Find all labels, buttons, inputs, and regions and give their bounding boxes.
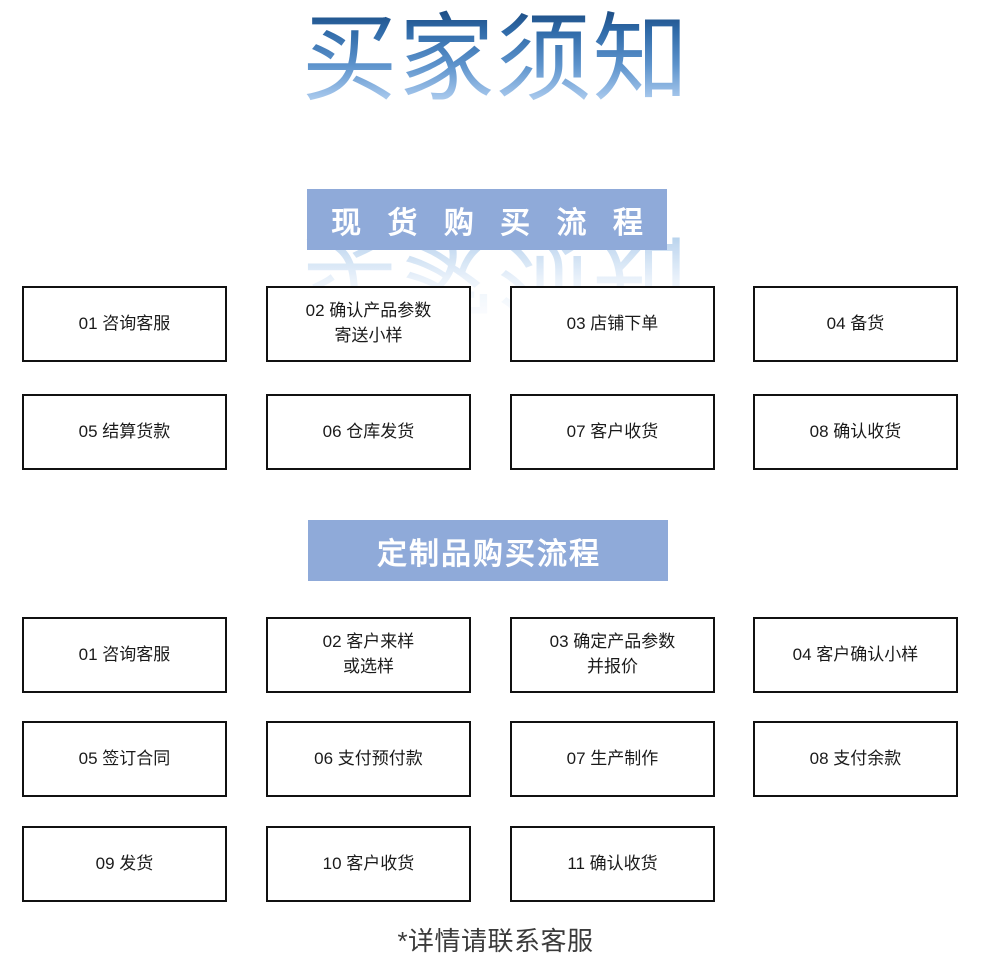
step-box-line1: 10 客户收货 [322, 853, 415, 873]
step-box[interactable]: 08 支付余款 [753, 721, 958, 797]
step-box[interactable]: 02 客户来样 或选样 [266, 617, 471, 693]
step-box-line1: 05 签订合同 [78, 748, 171, 768]
step-box[interactable]: 05 签订合同 [22, 721, 227, 797]
step-box-line1: 07 客户收货 [566, 421, 659, 441]
step-box-line1: 02 确认产品参数 [305, 301, 432, 321]
step-box-line1: 02 客户来样 [322, 632, 415, 652]
step-box[interactable]: 09 发货 [22, 826, 227, 902]
step-box[interactable]: 01 咨询客服 [22, 617, 227, 693]
step-box-line1: 01 咨询客服 [78, 313, 171, 333]
step-box-line1: 11 确认收货 [567, 853, 658, 873]
section-header-custom-purchase: 定制品购买流程 [308, 520, 668, 581]
page-title: 买家须知 [0, 8, 991, 112]
step-box[interactable]: 01 咨询客服 [22, 286, 227, 362]
step-box-line1: 04 客户确认小样 [792, 644, 919, 664]
step-box[interactable]: 11 确认收货 [510, 826, 715, 902]
step-box[interactable]: 06 仓库发货 [266, 394, 471, 470]
step-box-line1: 08 确认收货 [809, 421, 902, 441]
step-row: 05 结算货款 06 仓库发货 07 客户收货 08 确认收货 [0, 394, 991, 470]
step-box[interactable]: 07 生产制作 [510, 721, 715, 797]
step-box[interactable]: 03 店铺下单 [510, 286, 715, 362]
title-reflection-fade [0, 112, 991, 172]
step-box[interactable]: 05 结算货款 [22, 394, 227, 470]
step-row: 01 咨询客服 02 确认产品参数 寄送小样 03 店铺下单 04 备货 [0, 286, 991, 362]
step-box-line1: 03 店铺下单 [566, 313, 659, 333]
step-box[interactable]: 04 客户确认小样 [753, 617, 958, 693]
step-row: 01 咨询客服 02 客户来样 或选样 03 确定产品参数 并报价 04 客户确… [0, 617, 991, 693]
step-box[interactable]: 04 备货 [753, 286, 958, 362]
step-box-line1: 08 支付余款 [809, 748, 902, 768]
step-row: 05 签订合同 06 支付预付款 07 生产制作 08 支付余款 [0, 721, 991, 797]
step-box-line1: 05 结算货款 [78, 421, 171, 441]
step-box-line2: 并报价 [587, 657, 638, 676]
step-box-line1: 06 仓库发货 [322, 421, 415, 441]
step-box-line1: 07 生产制作 [566, 748, 659, 768]
page-title-block: 买家须知 买家须知 [0, 0, 991, 328]
step-box-line1: 06 支付预付款 [314, 748, 423, 768]
step-box[interactable]: 06 支付预付款 [266, 721, 471, 797]
step-box[interactable]: 03 确定产品参数 并报价 [510, 617, 715, 693]
step-box-line1: 04 备货 [826, 313, 885, 333]
step-box-line1: 09 发货 [95, 853, 154, 873]
section-header-spot-purchase: 现 货 购 买 流 程 [307, 189, 667, 250]
step-box[interactable]: 02 确认产品参数 寄送小样 [266, 286, 471, 362]
step-box-line2: 或选样 [343, 657, 394, 676]
step-box[interactable]: 07 客户收货 [510, 394, 715, 470]
step-box[interactable]: 08 确认收货 [753, 394, 958, 470]
footer-note: *详情请联系客服 [397, 926, 594, 956]
step-box-line1: 01 咨询客服 [78, 644, 171, 664]
step-box-line2: 寄送小样 [334, 326, 403, 345]
step-box[interactable]: 10 客户收货 [266, 826, 471, 902]
step-row: 09 发货 10 客户收货 11 确认收货 [0, 826, 991, 902]
step-box-line1: 03 确定产品参数 [549, 632, 676, 652]
